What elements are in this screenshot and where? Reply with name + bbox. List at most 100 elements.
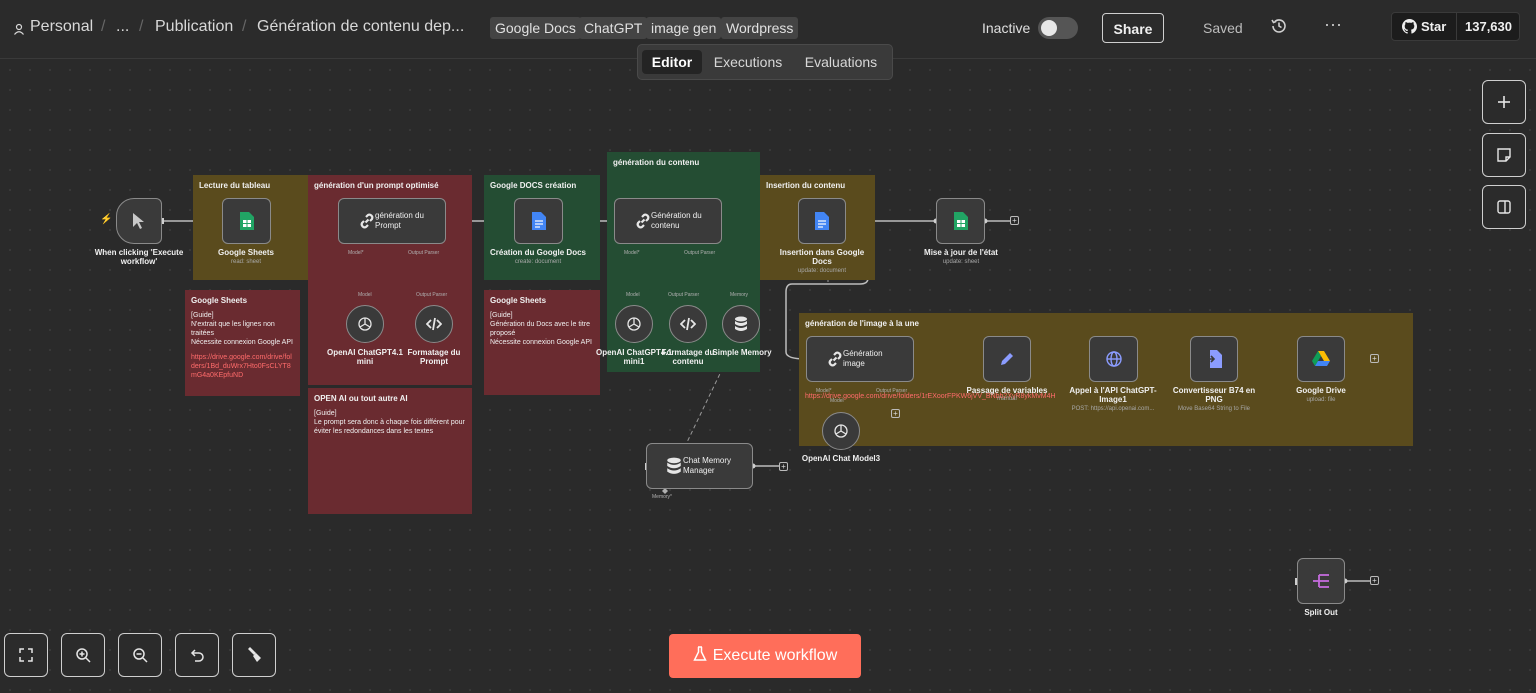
zoom-out-button[interactable] (118, 633, 162, 677)
tag-wordpress[interactable]: Wordpress (721, 17, 799, 39)
node-formatage-prompt[interactable] (415, 305, 453, 343)
breadcrumb-separator: / (139, 18, 144, 35)
github-icon (1402, 19, 1417, 34)
node-label: Simple Memory (712, 348, 772, 357)
node-mise-a-jour-etat[interactable] (936, 198, 985, 244)
globe-icon (1105, 351, 1122, 367)
workflow-title[interactable]: Génération de contenu dep... (257, 18, 465, 35)
add-node-plus-icon[interactable]: + (1010, 216, 1019, 225)
toggle-panel-button[interactable] (1482, 185, 1526, 229)
add-node-plus-icon[interactable]: + (1370, 354, 1379, 363)
sticky-title: génération de l'image à la une (805, 319, 919, 328)
openai-icon (358, 317, 372, 331)
node-convertisseur-png[interactable] (1190, 336, 1238, 382)
node-generation-contenu[interactable]: Génération du contenu (614, 198, 722, 244)
code-icon (426, 317, 442, 331)
breadcrumb-separator: / (242, 18, 247, 35)
tab-executions[interactable]: Executions (713, 54, 783, 70)
node-formatage-contenu[interactable] (669, 305, 707, 343)
more-options-button[interactable]: ··· (1324, 14, 1342, 34)
node-passage-variables[interactable] (983, 336, 1031, 382)
google-docs-icon (531, 212, 546, 230)
node-label: Passage de variables (966, 386, 1048, 395)
broom-icon (248, 647, 261, 662)
node-subtitle: manual (997, 396, 1017, 402)
tag-image-gen[interactable]: image gen (646, 17, 722, 39)
node-label: Formatage du Prompt (407, 348, 461, 366)
node-chat-memory-manager[interactable]: Chat Memory Manager (646, 443, 753, 489)
github-star-label: Star (1421, 19, 1447, 34)
trigger-bolt-icon: ⚡ (100, 214, 113, 225)
sticky-note-sheets-guide[interactable]: Google Sheets [Guide] N'extrait que les … (185, 290, 300, 396)
node-openai-model-2[interactable] (615, 305, 653, 343)
node-label: Mise à jour de l'état (924, 248, 998, 257)
breadcrumb-folder[interactable]: Publication (155, 18, 234, 35)
node-subtitle: create: document (514, 259, 562, 265)
tab-editor[interactable]: Editor (642, 50, 702, 74)
add-node-button[interactable] (1482, 80, 1526, 124)
tab-evaluations[interactable]: Evaluations (804, 54, 878, 70)
node-simple-memory[interactable] (722, 305, 760, 343)
breadcrumb-separator: / (101, 18, 106, 35)
google-docs-icon (815, 212, 829, 230)
sticky-title: Google Sheets (191, 296, 248, 305)
add-sticky-note-button[interactable] (1482, 133, 1526, 177)
panel-icon (1497, 200, 1511, 214)
zoom-in-button[interactable] (61, 633, 105, 677)
sticky-title: Insertion du contenu (766, 181, 846, 190)
flask-icon (693, 646, 707, 661)
sticky-title: Google DOCS création (490, 181, 577, 190)
node-label: Formatage du contenu (661, 348, 715, 366)
add-node-plus-icon[interactable]: + (779, 462, 788, 471)
sticky-title: génération d'un prompt optimisé (314, 181, 439, 190)
openai-icon (627, 317, 641, 331)
node-openai-model-1[interactable] (346, 305, 384, 343)
port-label-model: Model* (348, 250, 364, 256)
add-output-parser-plus-icon[interactable]: + (891, 409, 900, 418)
node-generation-prompt[interactable]: génération du Prompt (338, 198, 446, 244)
node-subtitle: POST: https://api.openai.com... (1071, 406, 1155, 412)
sticky-body: [Guide] N'extrait que les lignes non tra… (191, 312, 293, 346)
status-label: Inactive (982, 20, 1031, 36)
port-label-memory: Memory (730, 292, 749, 298)
reset-zoom-button[interactable] (175, 633, 219, 677)
image-folder-link[interactable]: https://drive.google.com/drive/folders/1… (805, 393, 1056, 400)
port-label-model: Model (626, 292, 640, 298)
node-google-sheets[interactable] (222, 198, 271, 244)
sticky-note-docs-guide[interactable]: Google Sheets [Guide] Génération du Docs… (484, 290, 600, 395)
fit-view-button[interactable] (4, 633, 48, 677)
node-creation-google-docs[interactable] (514, 198, 563, 244)
sticky-link[interactable]: https://drive.google.com/drive/folders/1… (191, 354, 292, 379)
node-appel-api-chatgpt-image[interactable] (1089, 336, 1138, 382)
node-generation-image[interactable]: Génération image (806, 336, 914, 382)
sticky-note-openai-guide[interactable]: OPEN AI ou tout autre AI [Guide] Le prom… (308, 388, 472, 514)
tag-chatgpt[interactable]: ChatGPT (579, 17, 648, 39)
breadcrumb-personal[interactable]: Personal (30, 18, 94, 35)
add-node-plus-icon[interactable]: + (1370, 576, 1379, 585)
tidy-up-button[interactable] (232, 633, 276, 677)
node-insertion-google-docs[interactable] (798, 198, 846, 244)
node-label: Convertisseur B74 en PNG (1172, 386, 1256, 404)
share-button[interactable]: Share (1102, 13, 1164, 43)
undo-icon (190, 649, 204, 662)
github-star-widget[interactable]: Star 137,630 (1391, 12, 1520, 41)
zoom-out-icon (133, 648, 148, 663)
node-split-out[interactable] (1297, 558, 1345, 604)
node-subtitle: update: sheet (942, 259, 980, 265)
github-star-button[interactable]: Star (1392, 13, 1456, 40)
breadcrumb-ellipsis[interactable]: ... (116, 18, 130, 35)
openai-icon (834, 424, 848, 438)
node-label: Split Out (1304, 608, 1338, 617)
port-label-model: Model* (624, 250, 640, 256)
active-toggle[interactable] (1038, 17, 1078, 39)
node-manual-trigger[interactable] (116, 198, 162, 244)
plus-icon (1498, 96, 1510, 108)
history-icon[interactable] (1270, 17, 1288, 35)
port-label-output-parser: Output Parser (416, 292, 448, 298)
node-google-drive[interactable] (1297, 336, 1345, 382)
execute-workflow-button[interactable]: Execute workflow (669, 634, 861, 678)
sticky-body: [Guide] Génération du Docs avec le titre… (490, 312, 592, 346)
node-openai-model-3[interactable] (822, 412, 860, 450)
tag-google-docs[interactable]: Google Docs (490, 17, 581, 39)
